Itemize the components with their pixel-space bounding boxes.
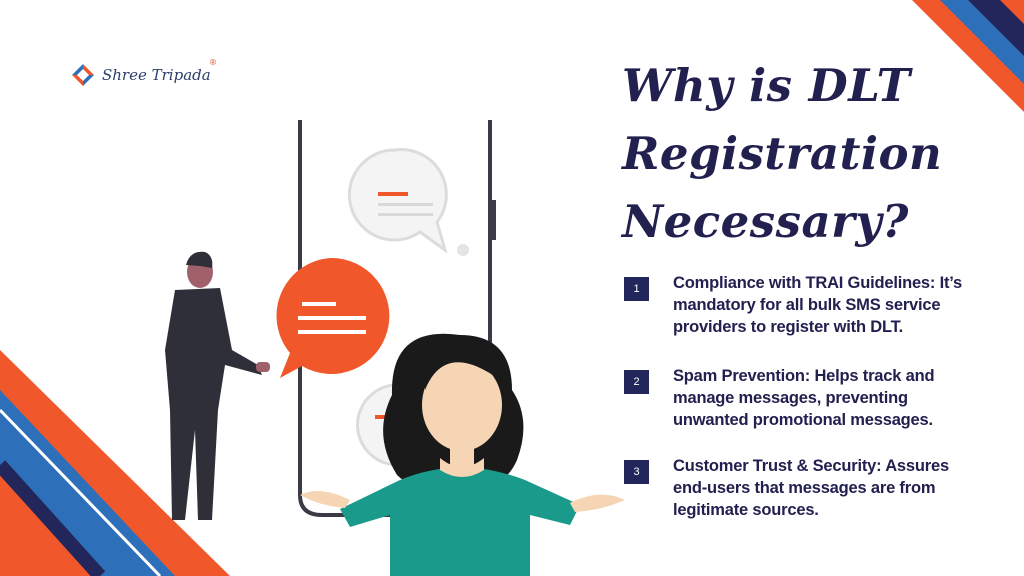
brand-logo: Shree Tripada ® [70,58,230,90]
list-item: 2 Spam Prevention: Helps track and manag… [624,365,984,431]
illustration [165,120,625,576]
list-item: 3 Customer Trust & Security: Assures end… [624,455,984,521]
title-line-1: Why is DLT [622,59,911,112]
man-figure [165,251,270,520]
point-text: Spam Prevention: Helps track and manage … [673,367,935,429]
logo-mark-icon [72,64,94,86]
orange-chat-bubble [276,257,390,378]
title-line-3: Necessary? [622,195,909,248]
point-text: Customer Trust & Security: Assures end-u… [673,457,949,519]
point-number-badge: 2 [624,370,649,394]
list-item: 1 Compliance with TRAI Guidelines: It’s … [624,272,984,338]
woman-figure [300,333,625,576]
point-number-badge: 3 [624,460,649,484]
title-line-2: Registration [622,127,943,180]
page-title: Why is DLT Registration Necessary? [622,52,1012,256]
logo-text: Shree Tripada [102,66,211,84]
registered-mark: ® [209,58,217,67]
grey-chat-bubble [347,148,448,254]
point-number-badge: 1 [624,277,649,301]
point-text: Compliance with TRAI Guidelines: It’s ma… [673,274,963,336]
